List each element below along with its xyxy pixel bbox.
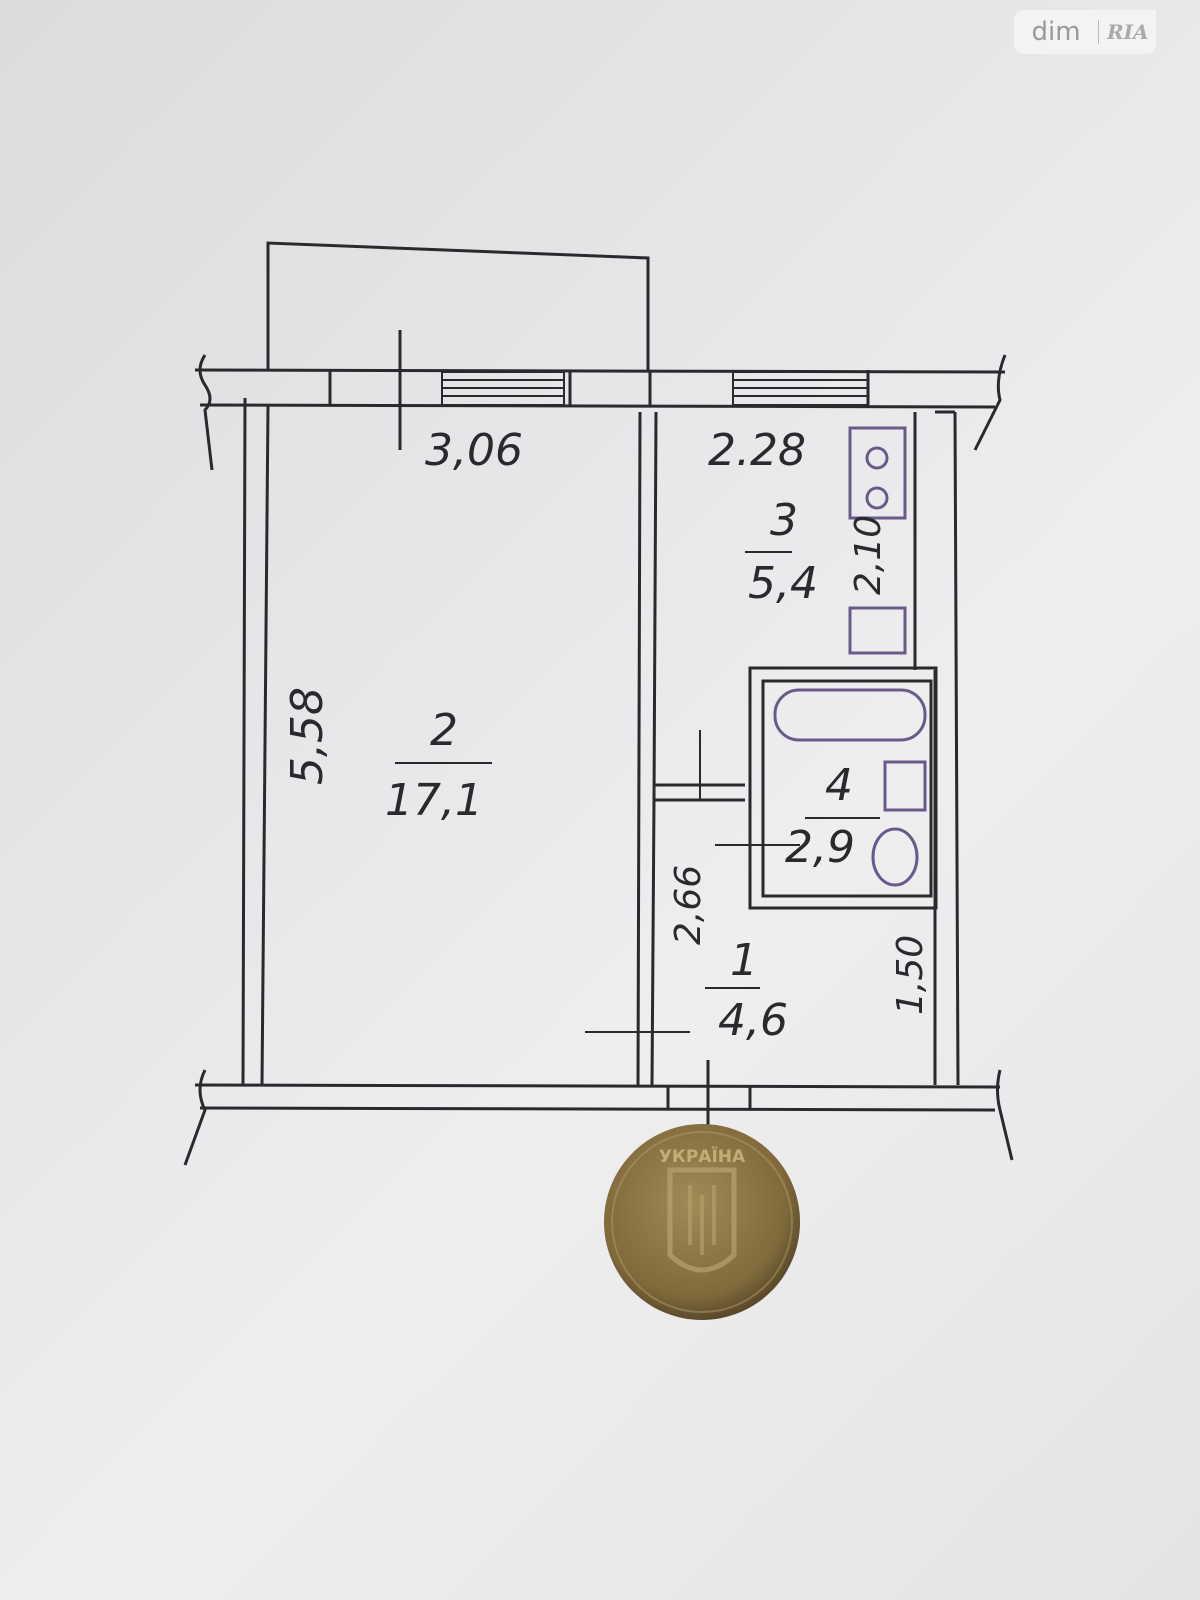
stove-icon xyxy=(848,426,907,520)
dimension-room2-length: 5,58 xyxy=(282,687,333,785)
room-2-area: 17,1 xyxy=(385,775,483,826)
coin-country-text: УКРАЇНА xyxy=(659,1145,746,1167)
walls xyxy=(183,397,1014,1166)
room-1-number: 1 xyxy=(730,935,758,986)
top-wall xyxy=(194,330,1007,471)
window-kitchen xyxy=(732,371,869,406)
coin: УКРАЇНА xyxy=(604,1124,800,1320)
dimria-watermark: dim RIA xyxy=(1014,10,1156,54)
room-4-area: 2,9 xyxy=(785,822,855,873)
room-2-number: 2 xyxy=(430,705,458,756)
dimension-room2-width: 3,06 xyxy=(425,425,523,476)
washbasin-icon xyxy=(883,760,927,812)
dimension-kitchen-length: 2,10 xyxy=(848,515,889,595)
dimension-hall-width: 1,50 xyxy=(890,935,931,1015)
window-room-2 xyxy=(441,371,565,406)
room-1-area: 4,6 xyxy=(718,995,788,1046)
room-3-number: 3 xyxy=(770,495,798,546)
room-4-number: 4 xyxy=(825,760,853,811)
dimension-ticks xyxy=(585,730,800,1033)
dimension-kitchen-width: 2.28 xyxy=(708,425,806,476)
watermark-ria: RIA xyxy=(1098,20,1149,44)
bathroom-walls xyxy=(748,666,938,910)
watermark-dim: dim xyxy=(1031,17,1081,47)
dimension-hall-length: 2,66 xyxy=(668,865,709,945)
toilet-icon xyxy=(871,827,919,887)
bathtub-icon xyxy=(773,688,927,742)
room-3-area: 5,4 xyxy=(748,558,818,609)
sink-icon xyxy=(848,606,907,655)
balcony xyxy=(266,241,650,370)
